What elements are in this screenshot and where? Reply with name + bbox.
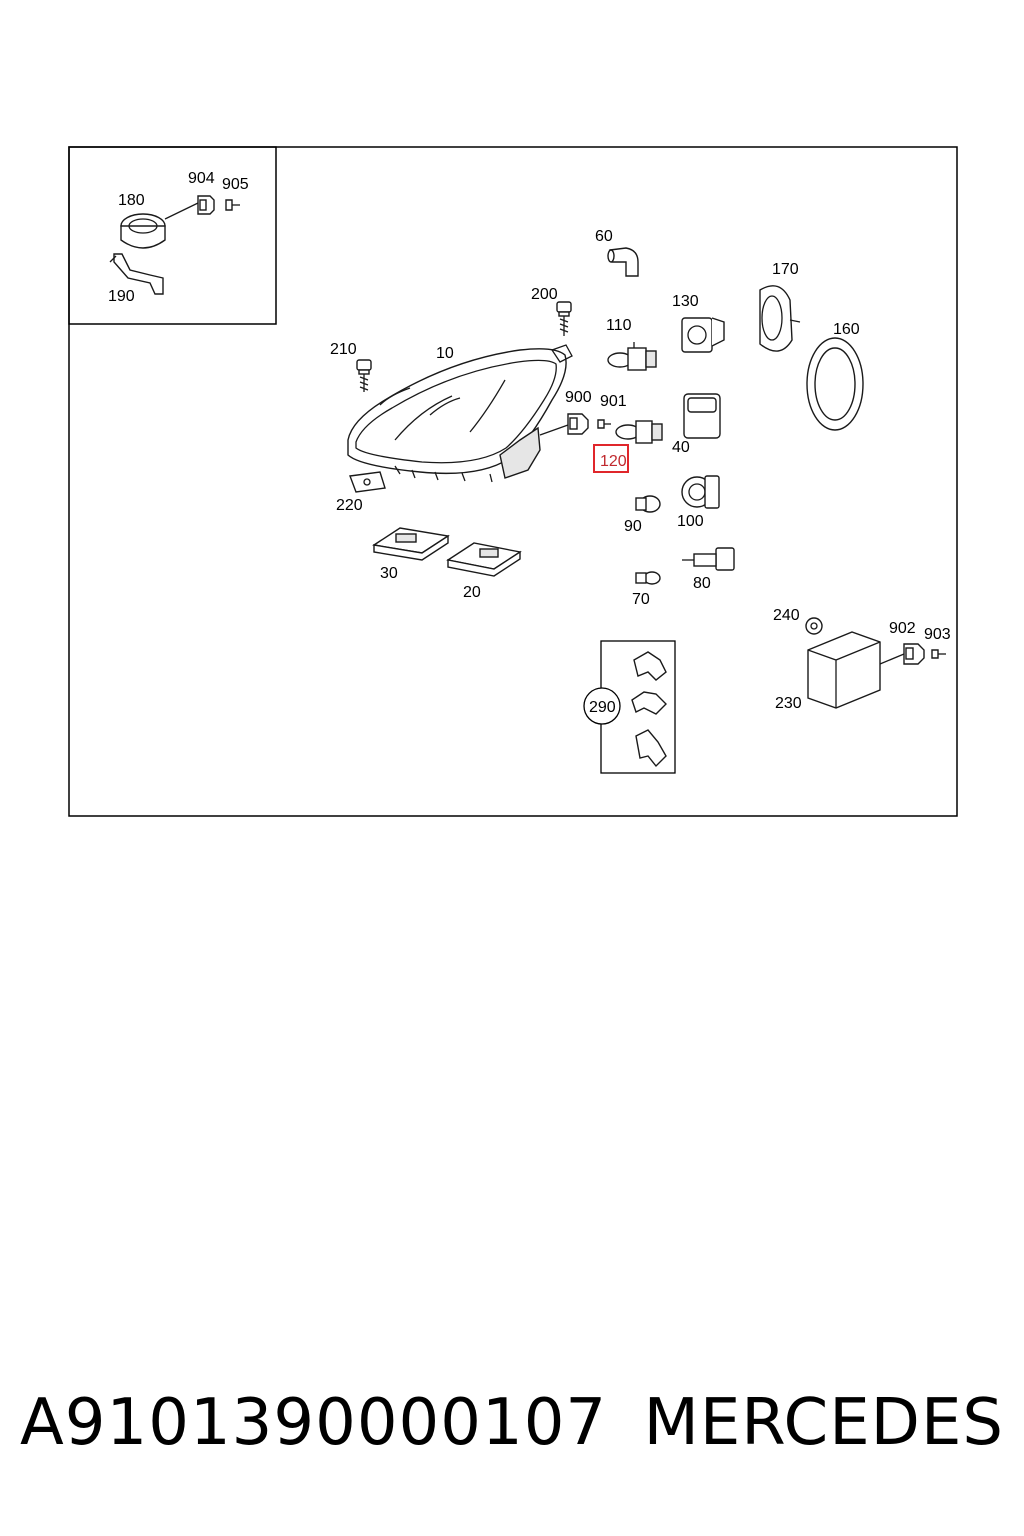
part-903-pin[interactable] [931, 649, 946, 659]
callout-110: 110 [606, 317, 632, 334]
callout-900: 900 [565, 389, 592, 406]
callout-901: 901 [600, 393, 627, 410]
callout-210: 210 [330, 341, 357, 358]
callout-904: 904 [188, 170, 215, 187]
callout-70: 70 [632, 591, 650, 608]
brand-name: MERCEDES [643, 1386, 1004, 1460]
callout-220: 220 [336, 497, 363, 514]
part-60-elbow[interactable] [607, 247, 639, 277]
callout-40: 40 [672, 439, 690, 456]
part-240-nut[interactable] [805, 617, 823, 635]
callout-200: 200 [531, 286, 558, 303]
highlight-box-120 [593, 444, 629, 473]
callout-20: 20 [463, 584, 481, 601]
callout-30: 30 [380, 565, 398, 582]
part-200-screw[interactable] [556, 301, 572, 336]
callout-190: 190 [108, 288, 135, 305]
callout-circle-290 [583, 687, 621, 725]
part-904-connector[interactable] [197, 195, 215, 215]
callout-10: 10 [436, 345, 454, 362]
part-210-screw[interactable] [356, 359, 372, 392]
part-number: A9101390000107 [20, 1386, 608, 1460]
callout-240: 240 [773, 607, 800, 624]
diagram-frame [68, 146, 958, 817]
callout-180: 180 [118, 192, 145, 209]
callout-90: 90 [624, 518, 642, 535]
part-160-seal[interactable] [806, 337, 864, 431]
inset-frame [68, 146, 277, 325]
part-70-bulb[interactable] [635, 571, 661, 585]
callout-80: 80 [693, 575, 711, 592]
part-10-headlamp[interactable] [347, 344, 573, 483]
part-170-cap[interactable] [759, 285, 801, 352]
part-80-socket[interactable] [682, 547, 735, 571]
part-901-pin[interactable] [597, 419, 611, 429]
part-90-bulb[interactable] [635, 495, 661, 513]
callout-60: 60 [595, 228, 613, 245]
callout-100: 100 [677, 513, 704, 530]
part-230-control-unit[interactable] [807, 631, 905, 709]
part-180-motor[interactable] [120, 202, 199, 249]
callout-903: 903 [924, 626, 951, 643]
part-905-pin[interactable] [225, 199, 240, 211]
callout-290: 290 [589, 699, 616, 716]
callout-130: 130 [672, 293, 699, 310]
part-900-connector[interactable] [567, 413, 589, 435]
part-130-socket[interactable] [681, 317, 725, 353]
part-290-bracket-set[interactable] [631, 651, 667, 768]
headlamp-parts-diagram: 180 904 905 190 10 210 200 220 [68, 146, 958, 817]
part-190-bracket[interactable] [109, 253, 164, 295]
part-30-ballast[interactable] [372, 527, 450, 561]
part-100-socket[interactable] [681, 475, 720, 509]
callout-120: 120 [600, 453, 627, 470]
callout-160: 160 [833, 321, 860, 338]
footer: A9101390000107 MERCEDES [20, 1378, 1004, 1468]
callout-902: 902 [889, 620, 916, 637]
part-40-cap[interactable] [683, 393, 721, 439]
callout-230: 230 [775, 695, 802, 712]
part-902-connector[interactable] [903, 643, 925, 665]
part-20-ballast[interactable] [446, 542, 522, 577]
callout-905: 905 [222, 176, 249, 193]
part-220-clip[interactable] [349, 471, 386, 493]
part-120-bulb[interactable] [615, 420, 663, 444]
part-110-bulb[interactable] [607, 342, 657, 371]
callout-170: 170 [772, 261, 799, 278]
